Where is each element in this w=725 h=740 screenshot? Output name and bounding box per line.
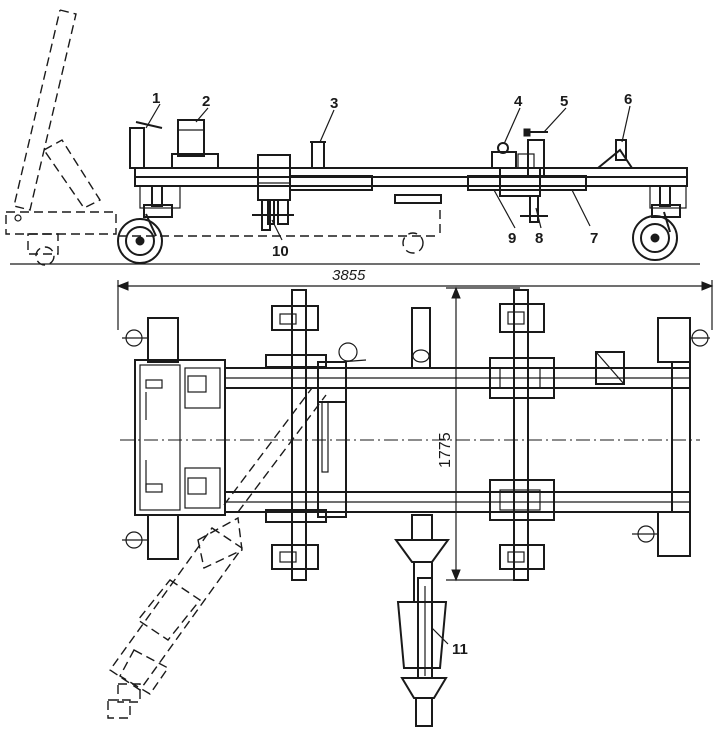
side-cylinders — [258, 175, 587, 191]
front-wheel-assembly — [117, 185, 173, 264]
dimension-overall-length: 3855 — [116, 267, 714, 330]
rear-wheel-assembly — [632, 185, 681, 261]
callout-5: 5 — [560, 93, 568, 110]
mast-10 — [252, 154, 294, 231]
callout-10: 10 — [272, 243, 289, 260]
callout-8: 8 — [535, 230, 543, 247]
side-frame — [134, 167, 688, 209]
plan-front-head — [134, 359, 226, 516]
callout-leaders-side — [145, 103, 631, 241]
dimension-length-value: 3855 — [332, 267, 366, 284]
item-1-handle — [129, 121, 163, 169]
item-4-control-unit — [491, 142, 535, 169]
drawbar-swung-dashed — [107, 516, 243, 719]
item-2-motor — [171, 119, 219, 169]
plan-cross-beam-front — [265, 289, 327, 581]
plan-cross-slider — [317, 361, 347, 518]
callout-labels: 1 2 3 4 5 6 7 8 9 10 11 — [152, 90, 632, 658]
plan-cross-beam-rear — [489, 289, 625, 581]
plan-diagonal-link-dashed — [223, 387, 327, 513]
side-view — [5, 9, 700, 266]
callout-1: 1 — [152, 90, 160, 107]
plan-view — [107, 289, 710, 727]
callout-11: 11 — [452, 641, 468, 658]
plan-central-post — [338, 307, 431, 369]
dimension-width-value: 1775 — [437, 432, 454, 468]
callout-4: 4 — [514, 93, 523, 110]
callout-2: 2 — [202, 93, 210, 110]
plan-rear-outriggers — [632, 317, 710, 557]
callout-9: 9 — [508, 230, 516, 247]
plan-front-outriggers — [122, 317, 179, 560]
drawbar-raised-dashed — [5, 9, 441, 266]
item-11-hitch-assembly — [394, 514, 450, 727]
item-6-hitch — [597, 139, 633, 169]
item-5-valve — [523, 128, 548, 137]
callout-6: 6 — [624, 91, 632, 108]
item-3-post — [310, 141, 326, 169]
callout-7: 7 — [590, 230, 598, 247]
dimension-overall-width: 1775 — [437, 286, 520, 582]
callout-3: 3 — [330, 95, 338, 112]
